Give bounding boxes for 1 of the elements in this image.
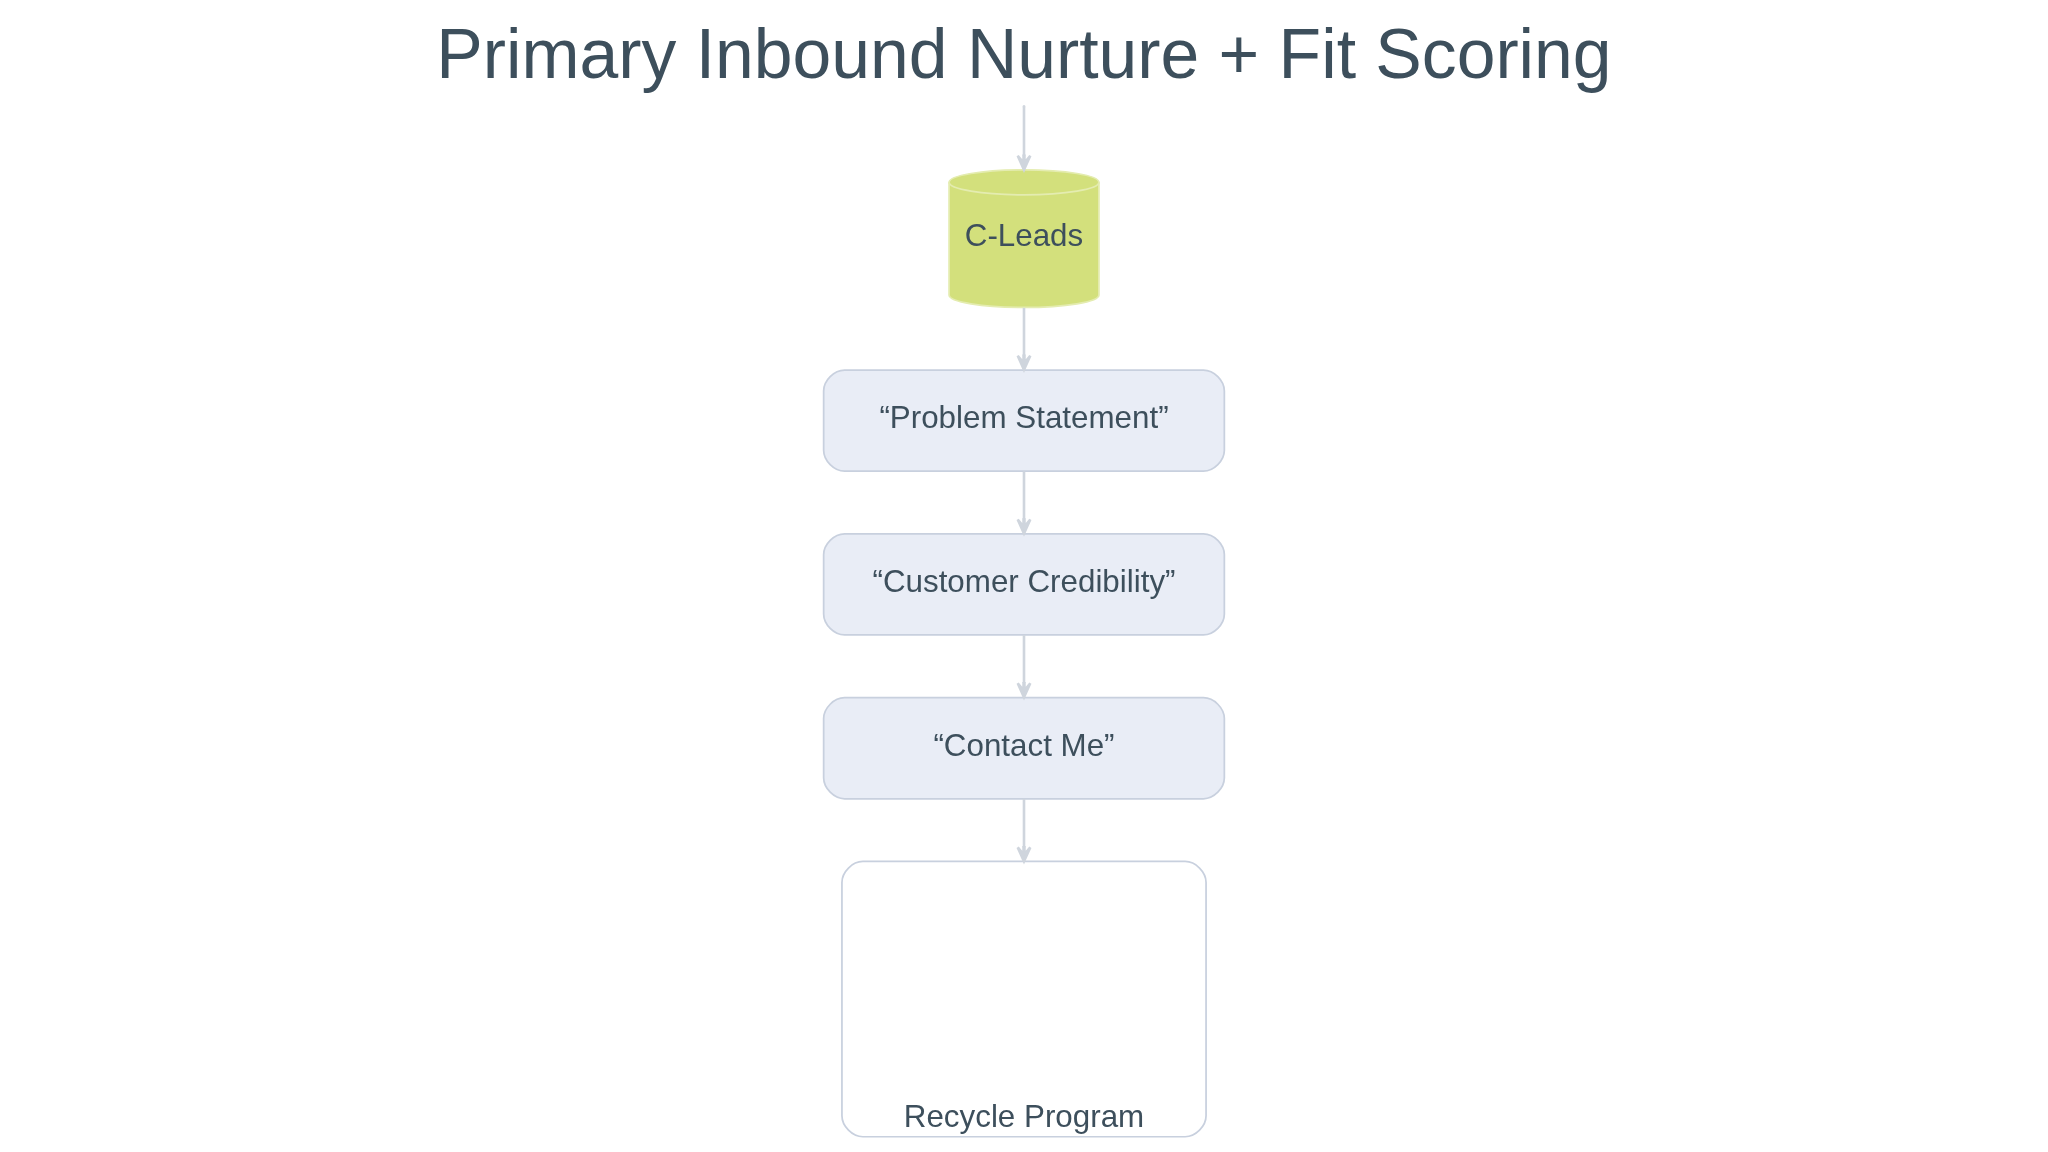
diagram-title: Primary Inbound Nurture + Fit Scoring: [436, 14, 1612, 93]
